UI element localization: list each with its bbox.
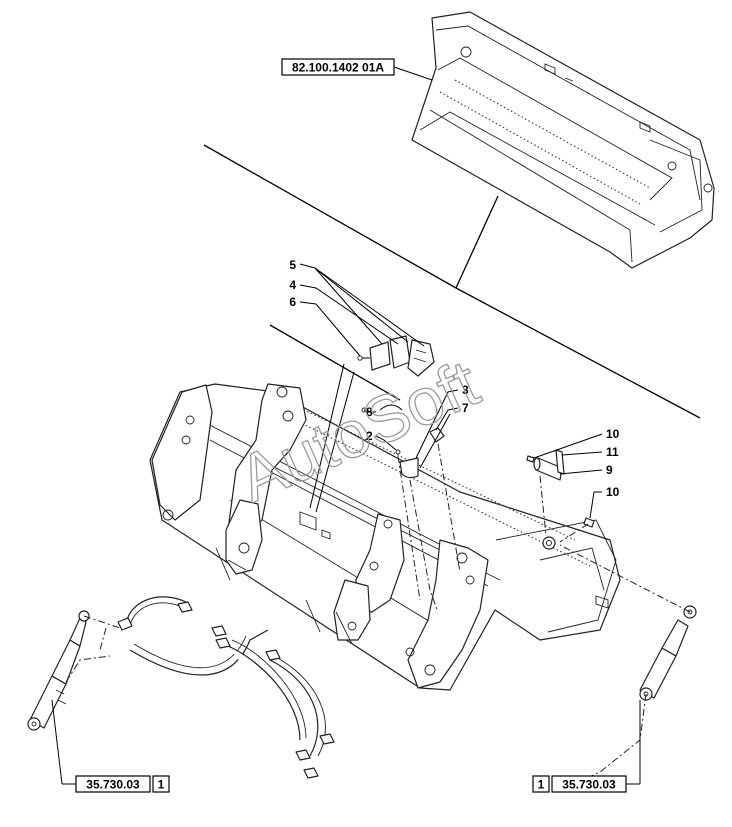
callout-9: 9 [606,463,613,477]
callout-10-upper: 10 [606,427,620,441]
leaders-middle [309,363,459,513]
left-cylinder [27,610,121,731]
reference-qty-right: 1 [538,778,545,792]
hydraulic-hoses [65,596,335,779]
hinge-pin-group [526,449,595,543]
right-cylinder [559,544,697,791]
reference-box-right: 1 35.730.03 [532,700,641,793]
callout-7: 7 [462,401,469,415]
reference-label-top: 82.100.1402 01A [292,61,384,75]
wear-pad-group [357,335,435,377]
pivot-parts-group [361,404,461,613]
callout-2: 2 [366,429,373,443]
reference-box-left: 35.730.03 1 [51,699,170,793]
leaders-right [533,433,603,519]
leaders-upper [299,263,425,357]
section-lines [203,144,701,419]
callout-11: 11 [606,445,619,459]
reference-code-right: 35.730.03 [562,778,616,792]
reference-code-left: 35.730.03 [86,778,140,792]
callout-8: 8 [366,405,373,419]
callout-10-lower: 10 [606,485,620,499]
top-bucket-illustration [411,11,715,269]
main-bucket-illustration [149,383,621,691]
callout-3: 3 [462,383,469,397]
reference-qty-left: 1 [158,778,165,792]
callout-4: 4 [289,278,296,292]
callout-6: 6 [289,295,296,309]
callout-5: 5 [289,258,296,272]
callout-labels: 5 4 6 3 7 8 2 10 11 9 10 [289,258,619,499]
reference-box-top: 82.100.1402 01A [281,58,433,81]
